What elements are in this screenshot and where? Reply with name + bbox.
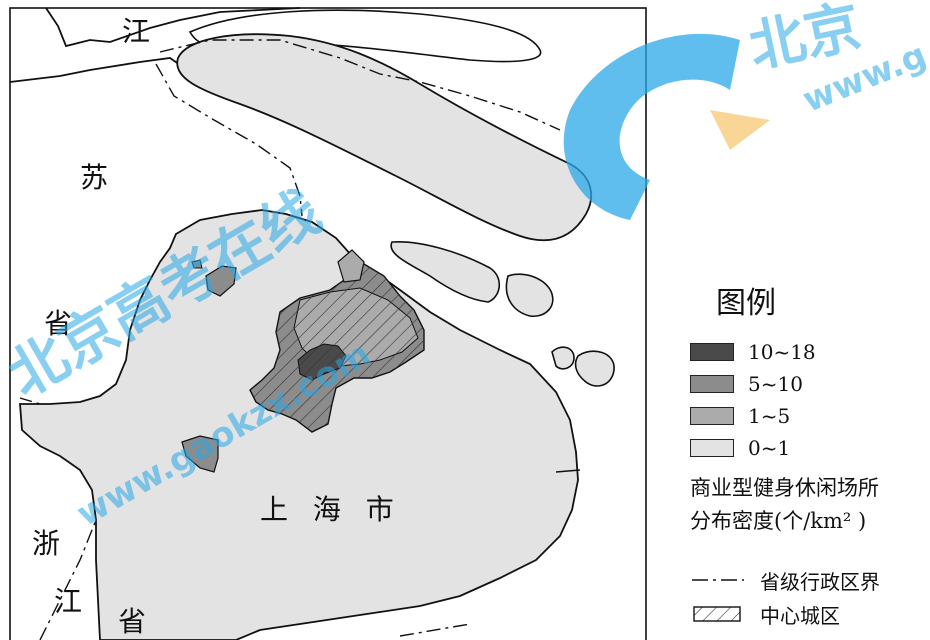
- legend-item-label: 0~1: [748, 436, 791, 460]
- boundary-line-symbol: [692, 579, 744, 581]
- legend-title: 图例: [716, 286, 776, 321]
- legend: 图例 10~18 5~10 1~5 0~1 商业型健身休闲场所 分布密度(个/k…: [690, 278, 930, 628]
- label-sheng-left: 省: [44, 307, 73, 340]
- district-north-1-5: [337, 249, 365, 283]
- district-small-1-5: [191, 259, 203, 269]
- district-jiading-5-10: [205, 265, 237, 297]
- label-sheng-bottom: 省: [118, 605, 147, 638]
- legend-item-0-1: 0~1: [690, 436, 790, 460]
- label-jiang-top: 江: [122, 15, 151, 48]
- hatch-symbol: [693, 606, 741, 622]
- changxing-island: [390, 240, 500, 303]
- legend-item-center: 中心城区: [690, 602, 840, 628]
- east-coast-mark: [555, 469, 581, 473]
- small-island-1: [551, 346, 575, 370]
- legend-item-label: 10~18: [748, 340, 816, 364]
- small-island-2: [574, 350, 615, 387]
- legend-item-boundary: 省级行政区界: [690, 568, 880, 594]
- label-su: 苏: [80, 161, 109, 194]
- legend-caption-line1: 商业型健身休闲场所: [690, 476, 879, 500]
- legend-swatch: [690, 407, 734, 425]
- legend-item-label: 1~5: [748, 404, 791, 428]
- label-shanghai: 上 海 市: [260, 493, 402, 526]
- map-frame: [9, 7, 647, 640]
- legend-caption-line2: 分布密度(个/km² ): [690, 509, 867, 533]
- legend-item-label: 5~10: [748, 372, 803, 396]
- legend-swatch: [690, 439, 734, 457]
- legend-caption: 商业型健身休闲场所 分布密度(个/km² ): [690, 472, 879, 538]
- provincial-boundary: [19, 39, 561, 640]
- district-songjiang-5-10: [181, 435, 219, 473]
- legend-swatch: [690, 343, 734, 361]
- legend-item-5-10: 5~10: [690, 372, 803, 396]
- legend-swatch: [690, 375, 734, 393]
- label-zhe: 浙: [32, 527, 61, 560]
- legend-center-label: 中心城区: [760, 603, 840, 628]
- hengsha-island: [505, 273, 554, 318]
- legend-boundary-label: 省级行政区界: [760, 569, 880, 594]
- central-district-hatch: [250, 264, 424, 432]
- label-jiang-bottom: 江: [54, 585, 83, 618]
- legend-item-10-18: 10~18: [690, 340, 816, 364]
- legend-item-1-5: 1~5: [690, 404, 790, 428]
